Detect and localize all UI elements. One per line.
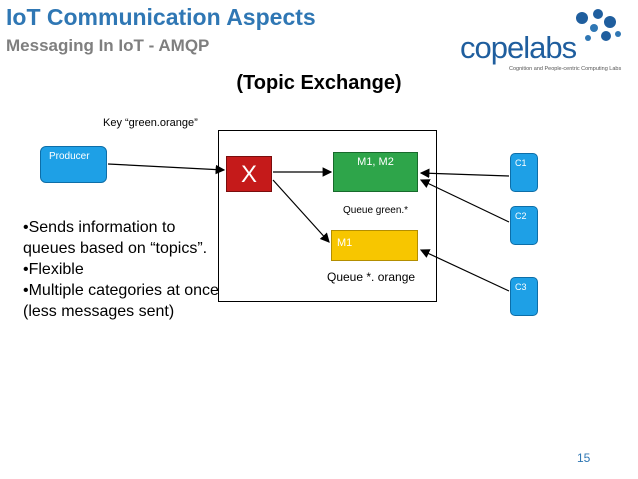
queue-orange-label: Queue *. orange [327,270,416,284]
slide-title: IoT Communication Aspects [6,4,316,30]
producer-node: Producer [40,146,107,183]
bullet-item: •Multiple categories at once (less messa… [23,282,219,320]
bullet-item: •Sends information to queues based on “t… [23,219,208,257]
bullet-item: •Flexible [23,261,84,278]
bullet-list: •Sends information to queues based on “t… [23,217,223,322]
consumer-c2-node: C2 [510,206,538,245]
exchange-node: X [226,156,272,192]
page-number: 15 [577,451,591,465]
consumer-c1-node: C1 [510,153,538,192]
queue-green-label: Queue green.* [343,205,409,216]
logo-tagline: Cognition and People-centric Computing L… [509,66,622,72]
logo-dots-icon [576,9,621,41]
consumer-c3-node: C3 [510,277,538,316]
slide-subtitle: Messaging In IoT - AMQP [6,36,210,55]
logo-wordmark: copelabs [460,30,577,65]
arrow-producer-exchange [107,163,226,175]
queue-green-node: M1, M2 [333,152,418,192]
copelabs-logo: copelabs Cognition and People-centric Co… [460,8,630,78]
diagram-heading: (Topic Exchange) [236,72,402,94]
queue-orange-node: M1 [331,230,418,261]
routing-key-label: Key “green.orange” [103,117,198,129]
